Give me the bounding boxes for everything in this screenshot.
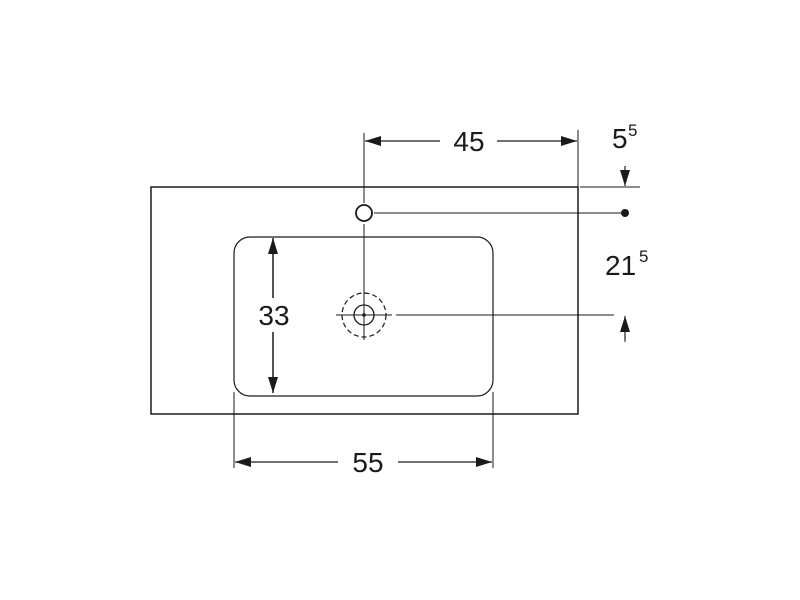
label-5-5-sup: 5 bbox=[628, 121, 637, 140]
dimension-55: 55 bbox=[235, 447, 492, 478]
center-lines bbox=[336, 133, 622, 340]
extension-lines bbox=[233, 130, 640, 468]
dimension-5-5: 5 5 bbox=[612, 121, 637, 217]
dimension-21-5: 21 5 bbox=[605, 247, 648, 340]
label-21-5-main: 21 bbox=[605, 250, 636, 281]
dimension-33: 33 bbox=[254, 238, 294, 393]
label-21-5-sup: 5 bbox=[639, 247, 648, 266]
label-5-5-main: 5 bbox=[612, 123, 628, 154]
label-45: 45 bbox=[453, 126, 484, 157]
tap-hole bbox=[355, 204, 373, 222]
label-33: 33 bbox=[258, 300, 289, 331]
label-55: 55 bbox=[352, 447, 383, 478]
dimension-45: 45 bbox=[365, 126, 577, 157]
